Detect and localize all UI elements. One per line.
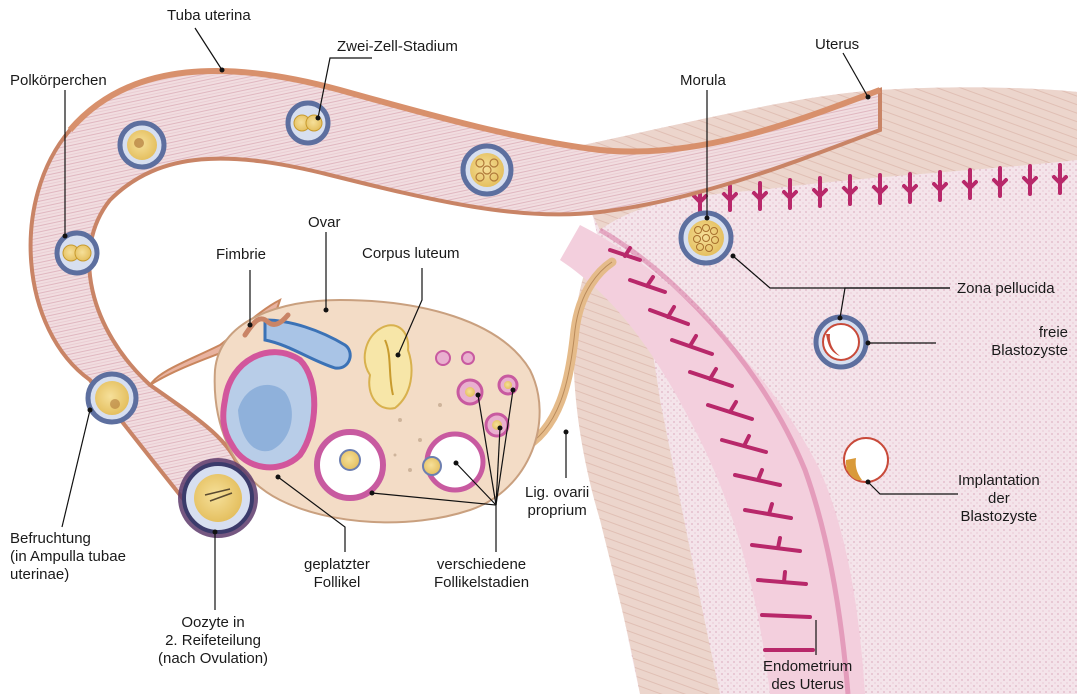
- cell-two-cell-left: [57, 233, 97, 273]
- free-blastocyst: [816, 317, 866, 367]
- label-verschiedene-follikelstadien: verschiedene Follikelstadien: [434, 556, 529, 592]
- label-befruchtung: Befruchtung (in Ampulla tubae uterinae): [10, 530, 126, 584]
- label-oozyte: Oozyte in 2. Reifeteilung (nach Ovulatio…: [158, 614, 268, 668]
- label-uterus: Uterus: [815, 36, 859, 54]
- oocyte: [178, 458, 258, 538]
- label-zona-pellucida: Zona pellucida: [957, 280, 1055, 298]
- cell-polkoerperchen: [120, 123, 164, 167]
- label-freie-blastozyste: freie Blastozyste: [991, 324, 1068, 360]
- label-lig-ovarii-proprium: Lig. ovarii proprium: [525, 484, 589, 520]
- label-zwei-zell-stadium: Zwei-Zell-Stadium: [337, 38, 458, 56]
- cell-four-cell: [463, 146, 511, 194]
- cell-befruchtung: [88, 374, 136, 422]
- cell-morula: [681, 213, 731, 263]
- label-endometrium: Endometrium des Uterus: [763, 658, 852, 694]
- label-tuba-uterina: Tuba uterina: [167, 7, 251, 25]
- ruptured-follicle: [223, 352, 314, 467]
- implanting-blastocyst: [844, 438, 888, 482]
- label-geplatzter-follikel: geplatzter Follikel: [304, 556, 370, 592]
- corpus-luteum: [365, 325, 412, 408]
- label-corpus-luteum: Corpus luteum: [362, 245, 460, 263]
- label-fimbrie: Fimbrie: [216, 246, 266, 264]
- label-morula: Morula: [680, 72, 726, 90]
- label-ovar: Ovar: [308, 214, 341, 232]
- label-implantation: Implantation der Blastozyste: [958, 472, 1040, 526]
- label-polkoerperchen: Polkörperchen: [10, 72, 107, 90]
- cell-zwei-zell-stadium: [288, 103, 328, 143]
